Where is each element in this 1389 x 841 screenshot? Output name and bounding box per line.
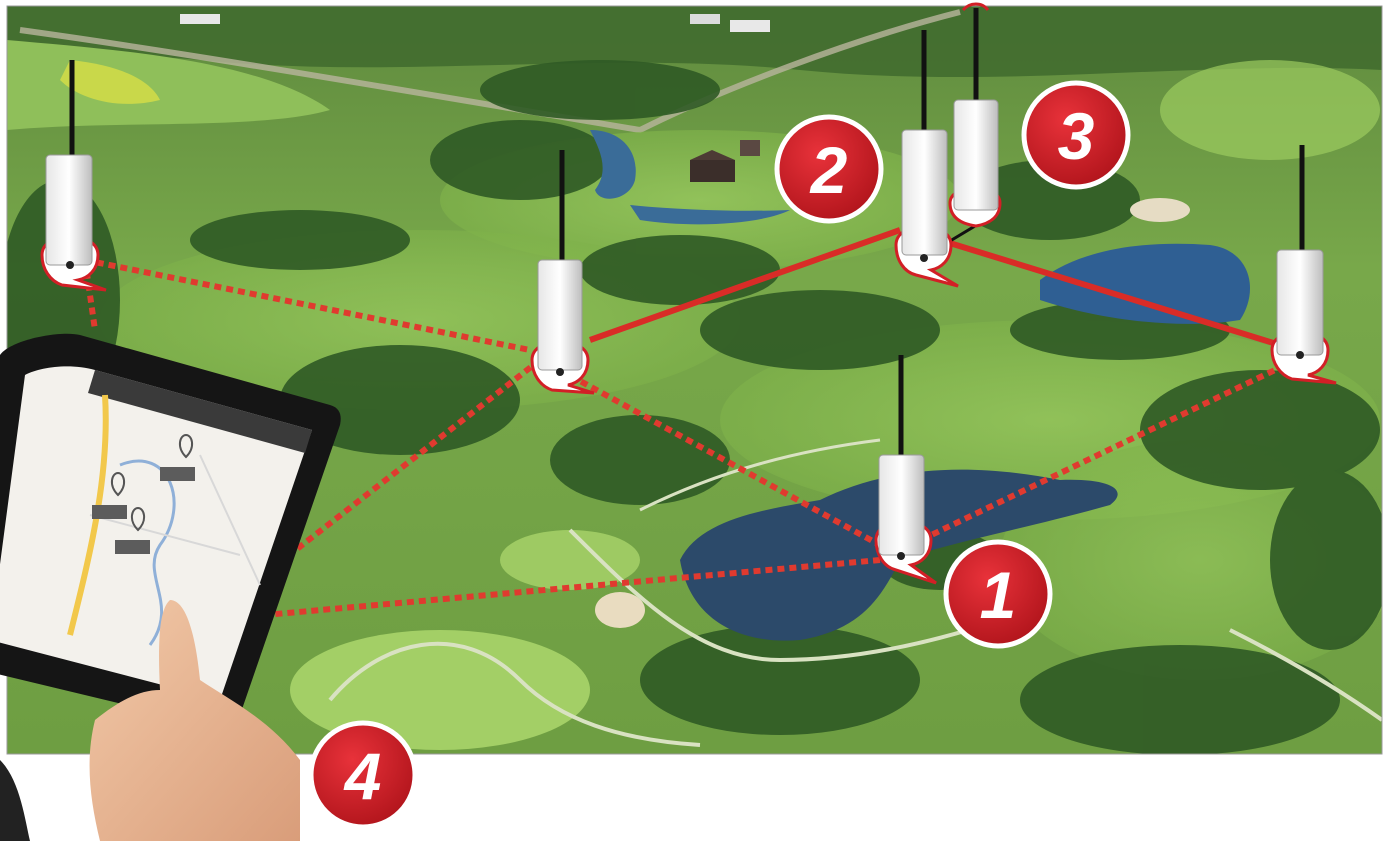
aerial-photo [7, 6, 1382, 754]
badge-3: 3 [1021, 80, 1131, 190]
map-pin-icon [111, 433, 193, 532]
mesh-links-dotted [82, 257, 1277, 618]
badge-2: 2 [774, 114, 884, 224]
mesh-links-solid [588, 227, 1281, 348]
node-1 [874, 355, 937, 585]
svg-text:4: 4 [343, 739, 382, 813]
node-2 [894, 30, 959, 288]
badge-4: 4 [308, 720, 418, 830]
svg-text:3: 3 [1058, 99, 1095, 173]
signal-arc [961, 2, 990, 12]
tablet-with-hand [0, 333, 341, 841]
node-5 [40, 60, 107, 292]
node-6 [1270, 145, 1337, 385]
node-4 [530, 150, 595, 395]
svg-text:2: 2 [809, 133, 848, 207]
svg-text:1: 1 [980, 558, 1017, 632]
node-3 [948, 8, 1002, 228]
badge-1: 1 [943, 539, 1053, 649]
